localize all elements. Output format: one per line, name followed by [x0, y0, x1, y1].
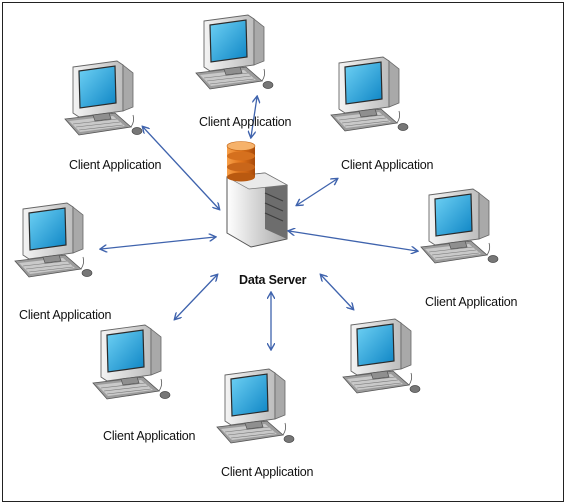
- client-label-lower-left: Client Application: [103, 429, 196, 443]
- arrow-upper-left: [143, 127, 219, 209]
- client-computer-upper-left-icon: [64, 60, 143, 136]
- arrow-right: [289, 231, 417, 251]
- server-label: Data Server: [239, 273, 307, 287]
- client-server-diagram: [14, 14, 499, 444]
- client-computer-lower-right-icon: [342, 318, 421, 394]
- arrow-lower-right: [321, 275, 353, 309]
- arrow-upper-right: [297, 179, 337, 205]
- client-label-left: Client Application: [19, 308, 112, 322]
- client-label-top: Client Application: [199, 115, 292, 129]
- arrow-top: [251, 97, 257, 137]
- client-computer-upper-right-icon: [330, 56, 409, 132]
- client-computer-left-icon: [14, 202, 93, 278]
- client-label-upper-left: Client Application: [69, 158, 162, 172]
- client-label-bottom: Client Application: [221, 465, 314, 479]
- client-computer-right-icon: [420, 188, 499, 264]
- client-computer-bottom-icon: [216, 368, 295, 444]
- data-server-icon: [225, 141, 289, 248]
- client-computer-top-icon: [195, 14, 274, 90]
- client-label-upper-right: Client Application: [341, 158, 434, 172]
- client-computer-lower-left-icon: [92, 324, 171, 400]
- client-label-right: Client Application: [425, 295, 518, 309]
- arrow-lower-left: [175, 275, 217, 319]
- arrow-left: [101, 237, 215, 249]
- connection-arrows: [101, 97, 417, 349]
